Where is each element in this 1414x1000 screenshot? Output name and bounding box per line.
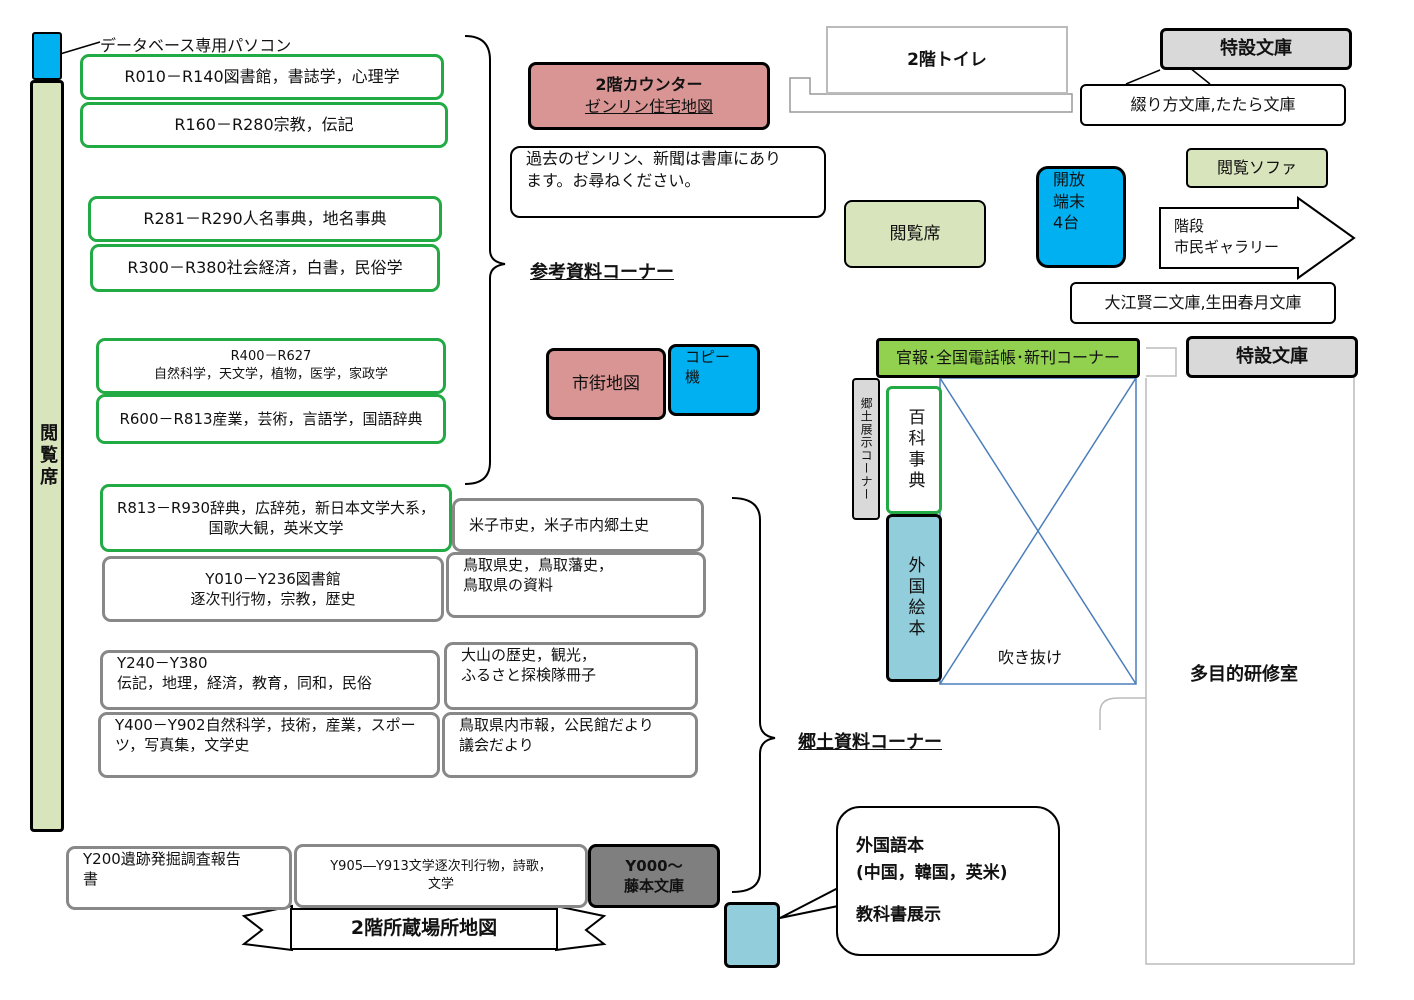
city-map: 市街地図 xyxy=(546,348,666,420)
counter-note: 過去のゼンリン、新聞は書庫にあります。お尋ねください。 xyxy=(510,146,826,218)
atrium-label: 吹き抜け xyxy=(998,648,1063,667)
shelf-r813: R813－R930辞典，広辞苑，新日本文学大系，国歌大観，英米文学 xyxy=(100,484,452,552)
counter-box: 2階カウンター ゼンリン住宅地図 xyxy=(528,62,770,130)
special-archive-top: 特設文庫 xyxy=(1160,28,1352,70)
shelf-city-reports: 鳥取県内市報，公民館だより議会だより xyxy=(442,712,698,778)
shelf-yonago: 米子市史，米子市内郷土史 xyxy=(452,498,704,552)
shelf-y400: Y400－Y902自然科学，技術，産業，スポーツ，写真集，文学史 xyxy=(98,712,440,778)
stairs-label: 階段市民ギャラリー xyxy=(1174,217,1280,256)
local-corner-label: 郷土資料コーナー xyxy=(798,732,942,753)
special-archive-mid: 特設文庫 xyxy=(1186,336,1358,378)
shelf-daisen: 大山の歴史，観光，ふるさと探検隊冊子 xyxy=(444,642,698,710)
counter-subtitle: ゼンリン住宅地図 xyxy=(584,97,713,116)
multipurpose-room: 多目的研修室 xyxy=(1190,664,1298,685)
shelf-r300: R300－R380社会経済，白書，民俗学 xyxy=(90,244,440,292)
shelf-r160: R160－R280宗教，伝記 xyxy=(80,102,448,148)
shelf-y000: Y000～藤本文庫 xyxy=(588,844,720,908)
shelf-y200: Y200遺跡発掘調査報告書 xyxy=(66,846,292,910)
tsuzurikata-archive: 綴り方文庫,たたら文庫 xyxy=(1080,84,1346,126)
db-pc-icon xyxy=(32,32,62,80)
toilet: 2階トイレ xyxy=(826,26,1068,94)
local-exhibit-corner: 郷土展示コーナー xyxy=(852,378,880,520)
reading-sofa: 閲覧ソファ xyxy=(1186,148,1328,188)
db-pc-label: データベース専用パソコン xyxy=(100,36,292,55)
reference-corner-label: 参考資料コーナー xyxy=(530,262,674,283)
shelf-y010: Y010－Y236図書館逐次刊行物，宗教，歴史 xyxy=(102,556,444,622)
counter-title: 2階カウンター xyxy=(595,75,703,95)
shelf-r010: R010－R140図書館，書誌学，心理学 xyxy=(80,54,444,100)
shelf-r281: R281－R290人名事典，地名事典 xyxy=(88,196,442,242)
foreign-books-callout: 外国語本(中国，韓国，英米) 教科書展示 xyxy=(836,806,1060,956)
shelf-r600: R600－R813産業，芸術，言語学，国語辞典 xyxy=(96,394,446,444)
foreign-books-shelf xyxy=(724,902,780,968)
gazette-corner: 官報･全国電話帳･新刊コーナー xyxy=(876,338,1140,378)
reading-seats-left: 閲覧席 xyxy=(30,80,64,832)
shelf-y905: Y905―Y913文学逐次刊行物，詩歌，文学 xyxy=(294,844,588,908)
foreign-picture-books: 外国絵本 xyxy=(886,514,942,682)
copy-machine: コピー機 xyxy=(668,344,760,416)
shelf-tottori-history: 鳥取県史，鳥取藩史，鳥取県の資料 xyxy=(446,552,706,618)
stairs-arrow xyxy=(1159,196,1356,280)
reading-seats-center: 閲覧席 xyxy=(844,200,986,268)
oe-ikuta-archive: 大江賢二文庫,生田春月文庫 xyxy=(1070,282,1336,324)
page-title: 2階所蔵場所地図 xyxy=(290,908,558,950)
encyclopedia-shelf: 百科事典 xyxy=(886,386,942,514)
